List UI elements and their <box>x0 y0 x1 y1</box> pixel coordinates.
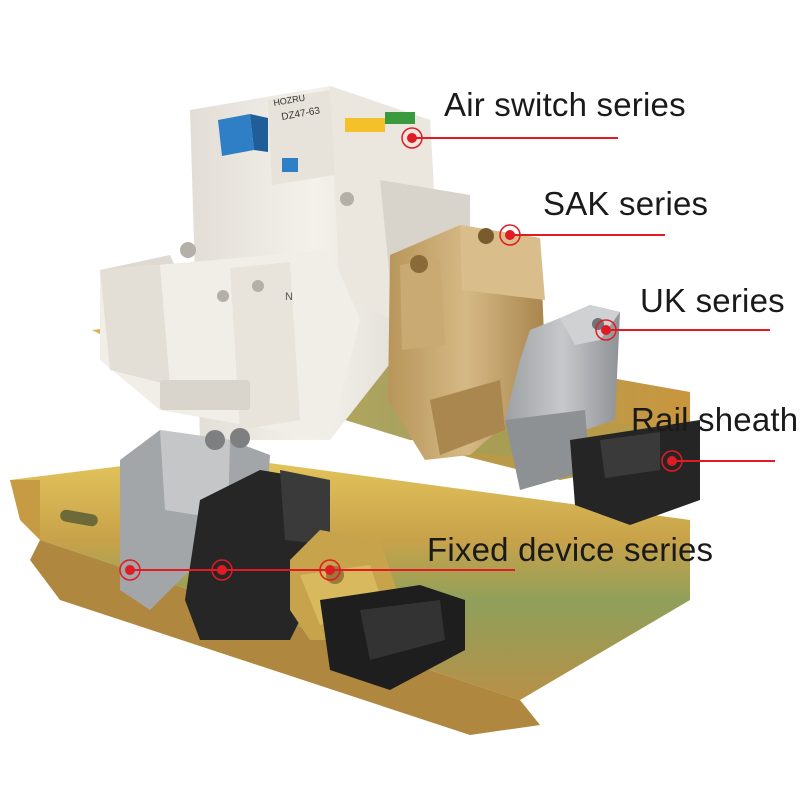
target-marker-fixed-grey <box>119 559 141 581</box>
breaker-n-mark: N <box>285 291 293 303</box>
target-marker-fixed-brass <box>319 559 341 581</box>
sak-terminal-block <box>388 225 545 460</box>
label-rail-sheath: Rail sheath <box>631 401 799 438</box>
label-uk-series: UK series <box>640 282 785 319</box>
rail-sheath-back <box>570 420 700 525</box>
target-marker-fixed-black <box>211 559 233 581</box>
label-sak-series: SAK series <box>543 185 709 222</box>
uk-terminal-block <box>505 305 620 490</box>
target-marker-uk <box>595 319 617 341</box>
rail-sheath-front <box>320 585 465 690</box>
circuit-breaker: HOZRU DZ47-63 N <box>100 86 470 440</box>
label-air-switch-series: Air switch series <box>444 86 686 123</box>
callout-lines <box>130 137 775 571</box>
target-marker-rail-sheath <box>661 450 683 472</box>
label-fixed-device-series: Fixed device series <box>427 531 714 568</box>
target-marker-sak <box>499 224 521 246</box>
target-marker-air-switch <box>401 127 423 149</box>
